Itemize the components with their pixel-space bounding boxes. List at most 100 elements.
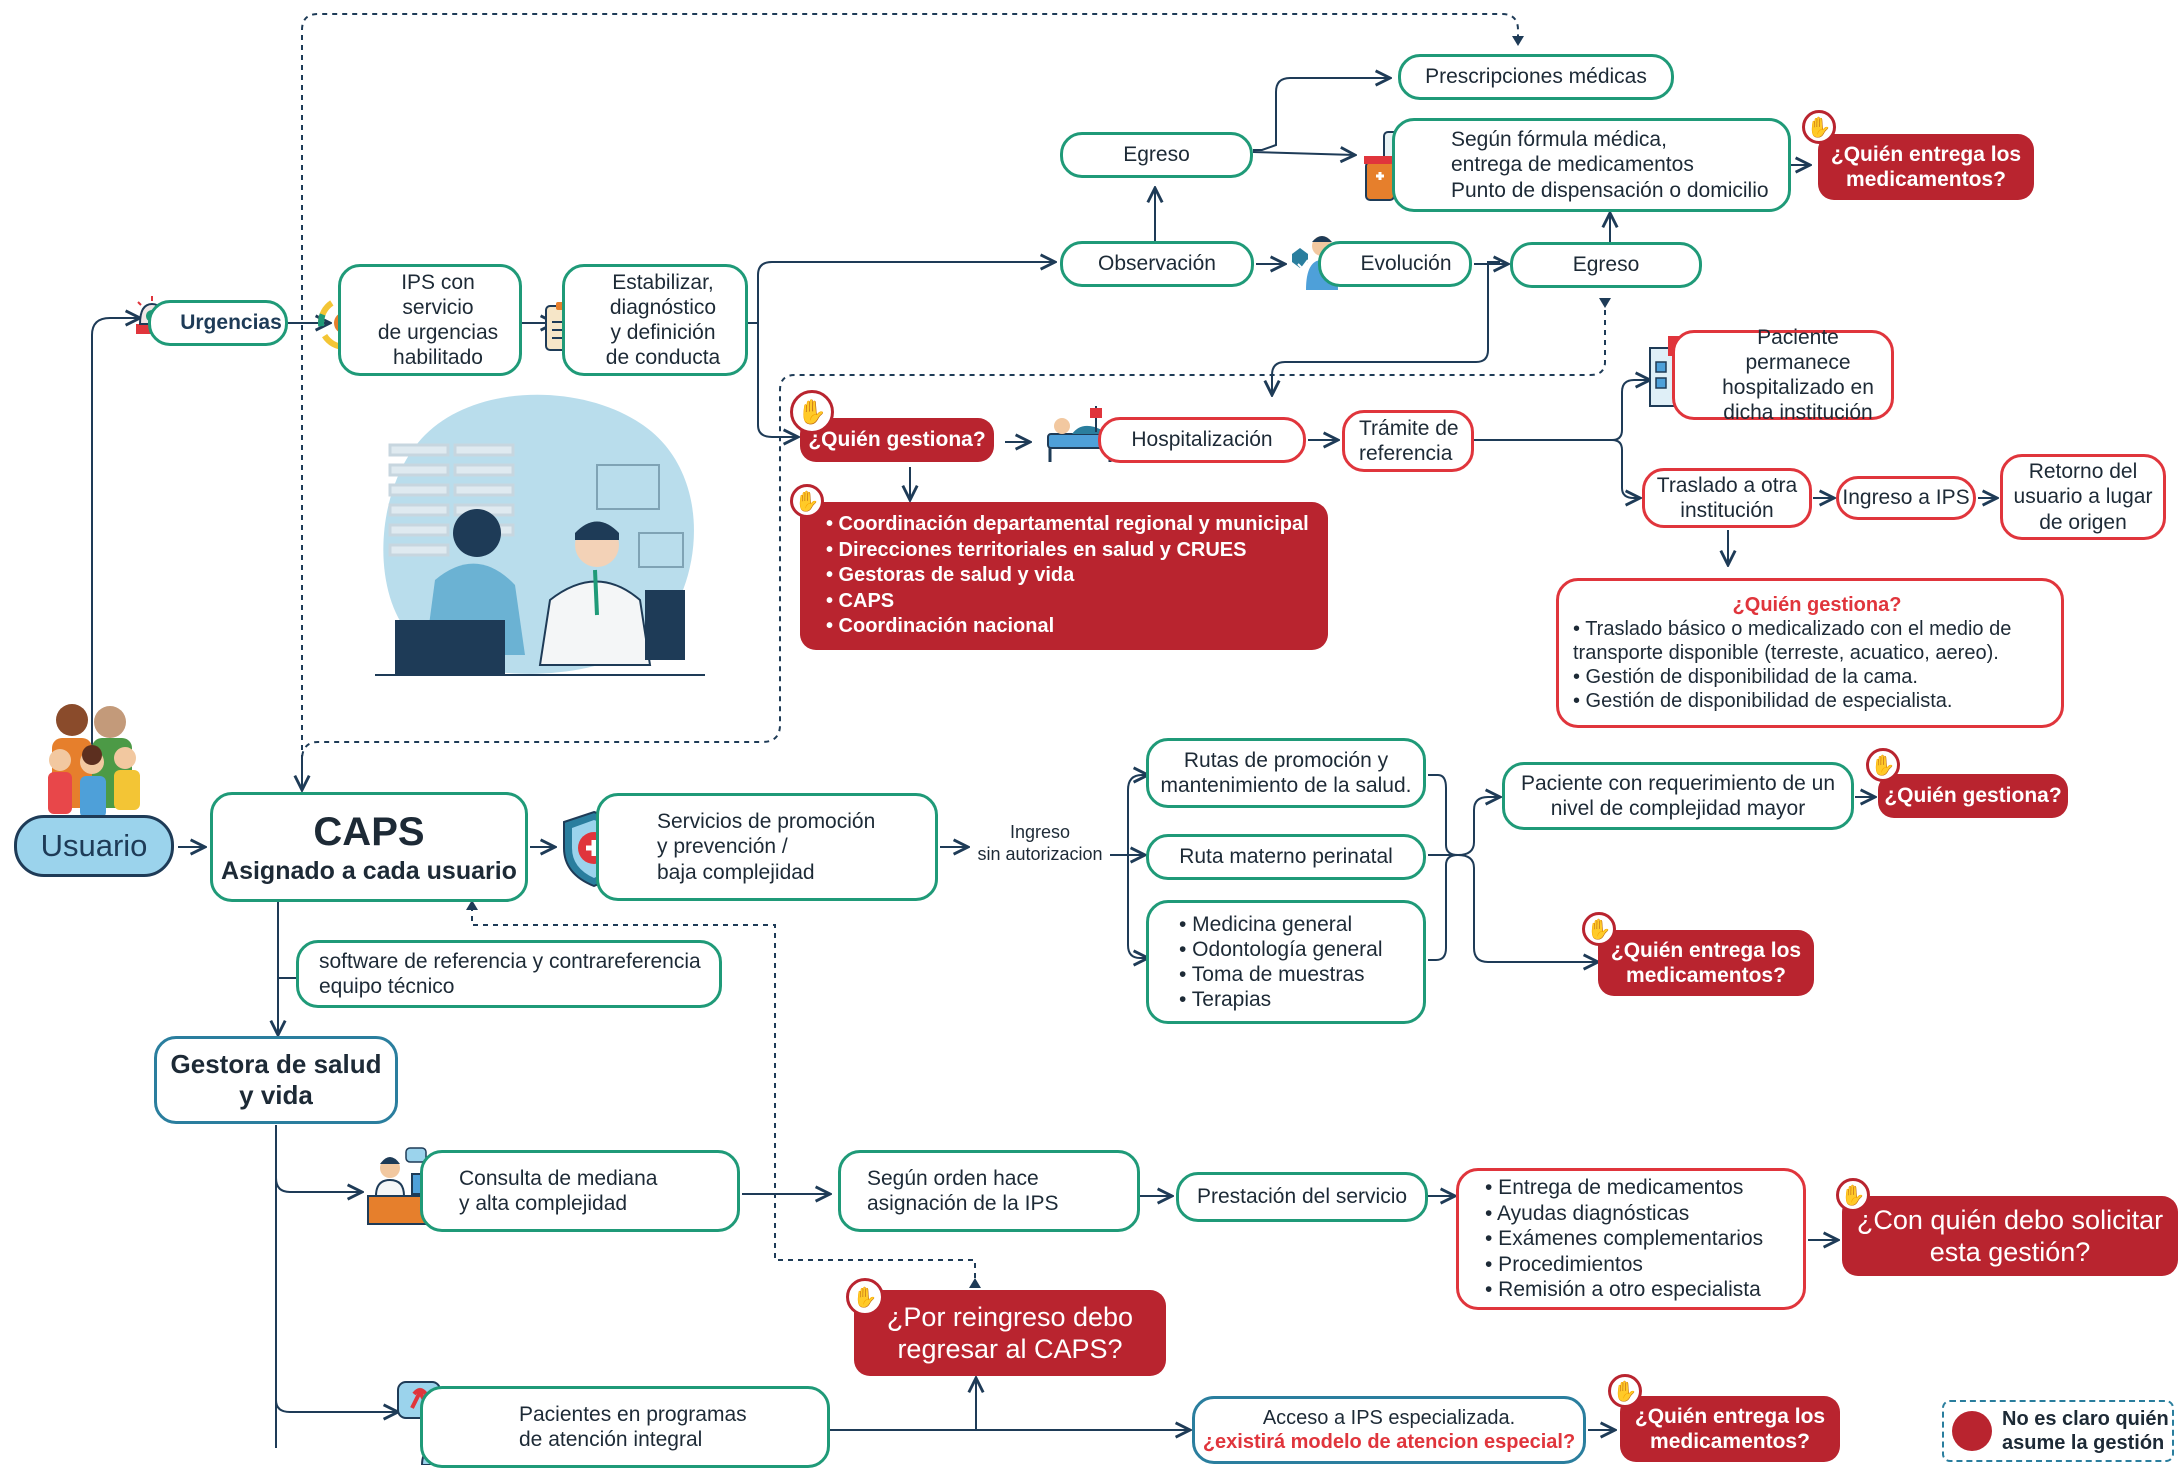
qem-line: ¿Quién entrega los xyxy=(1610,938,1802,962)
q-line: medicamentos? xyxy=(1846,168,2006,191)
egreso-top-label: Egreso xyxy=(1123,143,1190,167)
coord-item: • Gestoras de salud y vida xyxy=(826,564,1075,587)
ips-line: servicio xyxy=(402,295,474,319)
legend-red-dot xyxy=(1952,1411,1992,1451)
servicios-line: Servicios de promoción xyxy=(657,810,876,834)
observacion-node[interactable]: Observación xyxy=(1060,241,1254,287)
paciente-requerimiento-node[interactable]: Paciente con requerimiento de un nivel d… xyxy=(1502,762,1854,830)
software-line: equipo técnico xyxy=(319,975,455,998)
egreso-right-node[interactable]: Egreso xyxy=(1510,242,1702,288)
qg2-item: • Gestión de disponibilidad de especiali… xyxy=(1573,690,1953,712)
entrega-list-node[interactable]: • Entrega de medicamentos • Ayudas diagn… xyxy=(1456,1168,1806,1310)
coordinacion-list-node[interactable]: • Coordinación departamental regional y … xyxy=(800,502,1328,650)
caps-node[interactable]: CAPS Asignado a cada usuario xyxy=(210,792,528,902)
tramite-line: referencia xyxy=(1359,442,1453,465)
ingreso-ips-label: Ingreso a IPS xyxy=(1842,486,1970,510)
egreso-top-node[interactable]: Egreso xyxy=(1060,132,1253,178)
servicios-line: baja complejidad xyxy=(657,860,815,884)
family-icon xyxy=(48,704,140,818)
caps-title: CAPS xyxy=(313,810,425,854)
prescripciones-node[interactable]: Prescripciones médicas xyxy=(1398,54,1674,100)
qg3-label: ¿Quién gestiona? xyxy=(1884,784,2062,808)
servicios-item: • Toma de muestras xyxy=(1179,963,1365,986)
software-line: software de referencia y contrareferenci… xyxy=(319,949,701,973)
quien-gestiona-3-node[interactable]: ¿Quién gestiona? xyxy=(1878,774,2068,818)
servicios-item: • Odontología general xyxy=(1179,937,1383,961)
urgencias-node[interactable]: Urgencias xyxy=(148,300,288,346)
prestacion-label: Prestación del servicio xyxy=(1196,1185,1408,1209)
consulta-line: y alta complejidad xyxy=(459,1192,628,1215)
traslado-line: institución xyxy=(1680,499,1774,522)
ips-urgencias-node[interactable]: IPS con servicio de urgencias habilitado xyxy=(338,264,522,376)
tramite-node[interactable]: Trámite de referencia xyxy=(1342,410,1474,472)
servicios-item: • Terapias xyxy=(1179,988,1272,1012)
con-quien-node[interactable]: ¿Con quién debo solicitar esta gestión? xyxy=(1842,1196,2178,1276)
hospital-bed-icon xyxy=(1047,406,1113,462)
urgencias-label: Urgencias xyxy=(180,311,282,335)
quien-entrega-mid-node[interactable]: ¿Quién entrega los medicamentos? xyxy=(1598,930,1814,996)
retorno-node[interactable]: Retorno del usuario a lugar de origen xyxy=(2000,454,2166,540)
segun-orden-node[interactable]: Según orden hace asignación de la IPS xyxy=(838,1150,1140,1232)
formula-line: Según fórmula médica, xyxy=(1451,128,1667,152)
traslado-line: Traslado a otra xyxy=(1656,473,1798,497)
ingreso-sin-line: Ingreso xyxy=(1009,822,1071,842)
legend: No es claro quién asume la gestión xyxy=(1942,1400,2174,1462)
legend-text: No es claro quién asume la gestión xyxy=(2002,1407,2169,1455)
evolucion-node[interactable]: Evolución xyxy=(1318,241,1472,287)
pr-line: nivel de complejidad mayor xyxy=(1550,797,1806,820)
coord-item: • Coordinación departamental regional y … xyxy=(826,513,1309,536)
qeb-line: medicamentos? xyxy=(1650,1430,1810,1453)
pp-line: hospitalizado en xyxy=(1722,376,1874,399)
estabilizar-line: diagnóstico xyxy=(609,295,717,319)
pr-line: Paciente con requerimiento de un xyxy=(1520,771,1836,795)
q-line: ¿Quién entrega los xyxy=(1830,142,2022,166)
prescripciones-label: Prescripciones médicas xyxy=(1425,65,1647,89)
software-node[interactable]: software de referencia y contrareferenci… xyxy=(296,940,722,1008)
servicios-node[interactable]: Servicios de promoción y prevención / ba… xyxy=(596,793,938,901)
retorno-line: usuario a lugar xyxy=(2013,485,2153,509)
estabilizar-line: Estabilizar, xyxy=(612,270,714,294)
qg2-item: • Traslado básico o medicalizado con el … xyxy=(1573,618,2012,640)
quien-entrega-bottom-node[interactable]: ¿Quién entrega los medicamentos? xyxy=(1620,1396,1840,1462)
segun-line: asignación de la IPS xyxy=(867,1192,1059,1215)
traslado-node[interactable]: Traslado a otra institución xyxy=(1642,468,1812,528)
consulta-node[interactable]: Consulta de mediana y alta complejidad xyxy=(420,1150,740,1232)
servicios-list-node[interactable]: • Medicina general • Odontología general… xyxy=(1146,900,1426,1024)
ingreso-sin-line: sin autorizacion xyxy=(977,843,1103,864)
ingreso-ips-node[interactable]: Ingreso a IPS xyxy=(1836,476,1976,520)
retorno-line: de origen xyxy=(2039,510,2127,534)
servicios-item: • Medicina general xyxy=(1179,912,1353,936)
gestora-line: Gestora de salud xyxy=(170,1048,382,1079)
rutas-line: mantenimiento de la salud. xyxy=(1160,774,1412,797)
retorno-line: Retorno del xyxy=(2028,460,2138,484)
paciente-permanece-node[interactable]: Paciente permanece hospitalizado en dich… xyxy=(1672,326,1894,424)
gestora-node[interactable]: Gestora de salud y vida xyxy=(154,1036,398,1124)
reingreso-node[interactable]: ¿Por reingreso debo regresar al CAPS? xyxy=(854,1290,1166,1376)
modelo-line: ¿existirá modelo de atencion especial? xyxy=(1202,1431,1576,1453)
acceso-node[interactable]: Acceso a IPS especializada. ¿existirá mo… xyxy=(1192,1396,1586,1464)
pp-line: dicha institución xyxy=(1723,401,1873,425)
quien-entrega-top-node[interactable]: ¿Quién entrega los medicamentos? xyxy=(1818,134,2034,200)
entrega-item: • Exámenes complementarios xyxy=(1485,1227,1764,1251)
usuario-node[interactable]: Usuario xyxy=(14,815,174,877)
formula-line: Punto de dispensación o domicilio xyxy=(1451,178,1769,202)
estabilizar-node[interactable]: Estabilizar, diagnóstico y definición de… xyxy=(562,264,748,376)
quien-gestiona-1-node[interactable]: ¿Quién gestiona? xyxy=(800,418,994,462)
pacientes-line: de atención integral xyxy=(519,1428,703,1451)
ips-line: habilitado xyxy=(393,346,483,370)
cq-line: esta gestión? xyxy=(1929,1237,2091,1267)
quien-gestiona-2-node[interactable]: ¿Quién gestiona? • Traslado básico o med… xyxy=(1556,578,2064,728)
ruta-materno-node[interactable]: Ruta materno perinatal xyxy=(1146,834,1426,880)
entrega-item: • Entrega de medicamentos xyxy=(1485,1175,1744,1199)
formula-node[interactable]: Según fórmula médica, entrega de medicam… xyxy=(1392,118,1791,212)
caps-subtitle: Asignado a cada usuario xyxy=(221,857,517,885)
hospitalizacion-node[interactable]: Hospitalización xyxy=(1098,417,1306,463)
hand-warning-icon: ✋ xyxy=(790,390,834,434)
prestacion-node[interactable]: Prestación del servicio xyxy=(1176,1172,1428,1222)
pacientes-line: Pacientes en programas xyxy=(519,1402,747,1426)
hand-warning-icon: ✋ xyxy=(1836,1178,1870,1212)
pacientes-programas-node[interactable]: Pacientes en programas de atención integ… xyxy=(420,1386,830,1468)
pp-line: Paciente permanece xyxy=(1745,325,1851,374)
rutas-promocion-node[interactable]: Rutas de promoción y mantenimiento de la… xyxy=(1146,738,1426,808)
